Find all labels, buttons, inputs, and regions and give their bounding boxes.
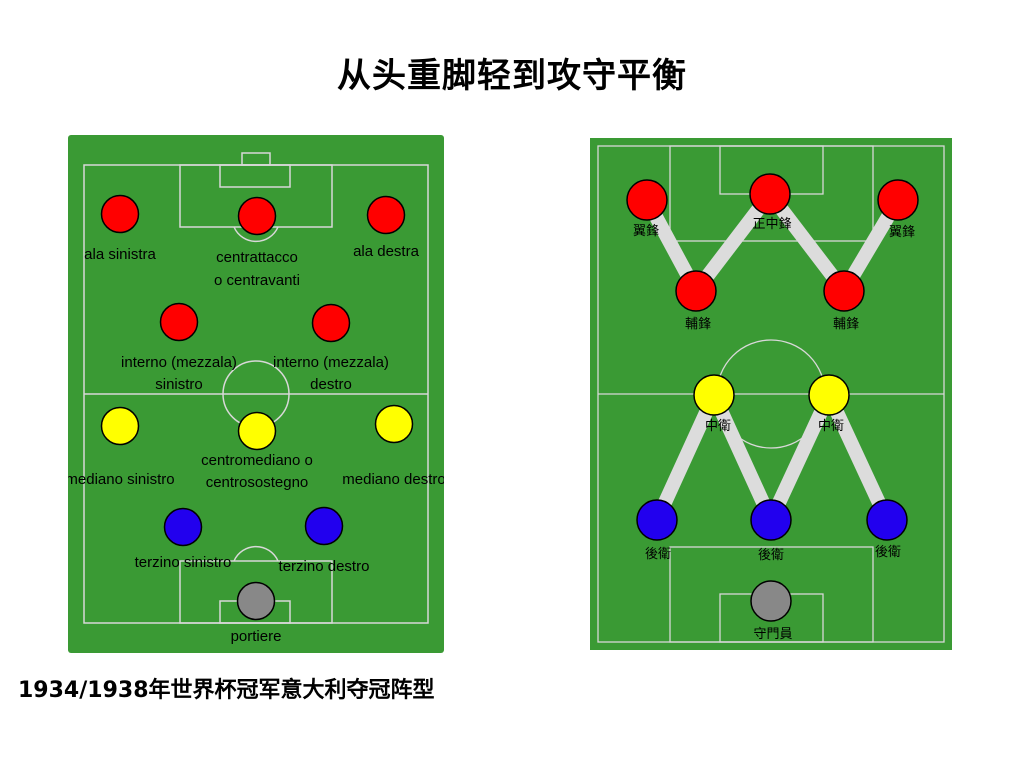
player-label: 後衛 bbox=[875, 545, 901, 560]
player-marker bbox=[675, 270, 717, 312]
player-midfield: 中衛 bbox=[808, 374, 850, 434]
player-label: 輔鋒 bbox=[685, 316, 711, 332]
player-label: terzino destro bbox=[279, 558, 370, 575]
player-label: 輔鋒 bbox=[833, 316, 859, 332]
player-label: terzino sinistro bbox=[135, 554, 232, 571]
player-label: mediano destro bbox=[342, 471, 444, 488]
player-marker bbox=[626, 179, 668, 221]
caption: 1934/1938年世界杯冠军意大利夺冠阵型 bbox=[18, 678, 435, 703]
player-marker bbox=[311, 303, 351, 343]
player-attack: centrattacco o centravanti bbox=[214, 196, 300, 289]
player-marker bbox=[366, 195, 406, 235]
formation-link bbox=[822, 392, 894, 523]
player-attack: interno (mezzala) destro bbox=[273, 303, 389, 393]
player-marker bbox=[636, 499, 678, 541]
player-label: 守門員 bbox=[753, 627, 792, 642]
player-attack: 輔鋒 bbox=[675, 270, 717, 332]
formation-link bbox=[650, 392, 721, 523]
player-marker bbox=[750, 580, 792, 622]
player-attack: 正中鋒 bbox=[749, 173, 792, 232]
player-attack: 翼鋒 bbox=[626, 179, 668, 239]
player-marker bbox=[237, 411, 277, 451]
player-marker bbox=[808, 374, 850, 416]
player-attack: ala sinistra bbox=[84, 194, 157, 263]
formation-link bbox=[764, 392, 836, 523]
player-marker bbox=[749, 173, 791, 215]
player-label: interno (mezzala) bbox=[273, 354, 389, 371]
player-label: o centravanti bbox=[214, 272, 300, 289]
player-marker bbox=[100, 406, 140, 446]
slide-title: 从头重脚轻到攻守平衡 bbox=[337, 56, 687, 96]
player-marker bbox=[236, 581, 276, 621]
player-label: 中衛 bbox=[705, 419, 731, 434]
player-marker bbox=[304, 506, 344, 546]
player-marker bbox=[100, 194, 140, 234]
player-keeper: 守門員 bbox=[750, 580, 793, 642]
player-defense: terzino sinistro bbox=[135, 507, 232, 571]
player-label: centrattacco bbox=[216, 249, 298, 266]
player-midfield: centromediano o centrosostegno bbox=[201, 411, 313, 491]
player-defense: 後衛 bbox=[636, 499, 678, 562]
top-penalty-arc bbox=[233, 226, 279, 243]
pitch-right-diagram: 翼鋒正中鋒翼鋒輔鋒輔鋒中衛中衛後衛後衛後衛守門員 bbox=[590, 138, 952, 650]
player-label: 翼鋒 bbox=[633, 223, 659, 239]
player-label: destro bbox=[310, 376, 352, 393]
player-label: centromediano o bbox=[201, 452, 313, 469]
player-label: portiere bbox=[231, 628, 282, 645]
player-keeper: portiere bbox=[231, 581, 282, 645]
player-attack: 輔鋒 bbox=[823, 270, 865, 332]
player-label: 翼鋒 bbox=[889, 224, 915, 240]
player-marker bbox=[163, 507, 203, 547]
pitch-left-diagram: ala sinistra centrattacco o centravanti ala… bbox=[68, 135, 444, 653]
player-attack: interno (mezzala) sinistro bbox=[121, 302, 237, 393]
player-midfield: 中衛 bbox=[693, 374, 735, 434]
player-label: 後衛 bbox=[758, 548, 784, 563]
player-marker bbox=[159, 302, 199, 342]
player-label: centrosostegno bbox=[206, 474, 309, 491]
player-midfield: mediano destro bbox=[342, 404, 444, 488]
player-label: ala destra bbox=[353, 243, 420, 260]
player-attack: ala destra bbox=[353, 195, 420, 260]
player-marker bbox=[374, 404, 414, 444]
player-label: 正中鋒 bbox=[752, 216, 791, 232]
player-marker bbox=[866, 499, 908, 541]
player-defense: 後衛 bbox=[866, 499, 908, 560]
player-label: 中衛 bbox=[818, 419, 844, 434]
player-label: interno (mezzala) bbox=[121, 354, 237, 371]
top-goal bbox=[241, 152, 271, 166]
player-label: mediano sinistro bbox=[68, 471, 175, 488]
player-label: ala sinistra bbox=[84, 246, 156, 263]
player-defense: 後衛 bbox=[750, 499, 792, 563]
player-marker bbox=[823, 270, 865, 312]
bottom-penalty-arc bbox=[233, 545, 279, 562]
player-label: sinistro bbox=[155, 376, 203, 393]
player-label: 後衛 bbox=[645, 547, 671, 562]
formation-link bbox=[707, 392, 778, 523]
player-marker bbox=[237, 196, 277, 236]
player-attack: 翼鋒 bbox=[877, 179, 919, 240]
player-marker bbox=[877, 179, 919, 221]
player-marker bbox=[693, 374, 735, 416]
player-midfield: mediano sinistro bbox=[68, 406, 175, 488]
player-defense: terzino destro bbox=[279, 506, 370, 575]
player-marker bbox=[750, 499, 792, 541]
